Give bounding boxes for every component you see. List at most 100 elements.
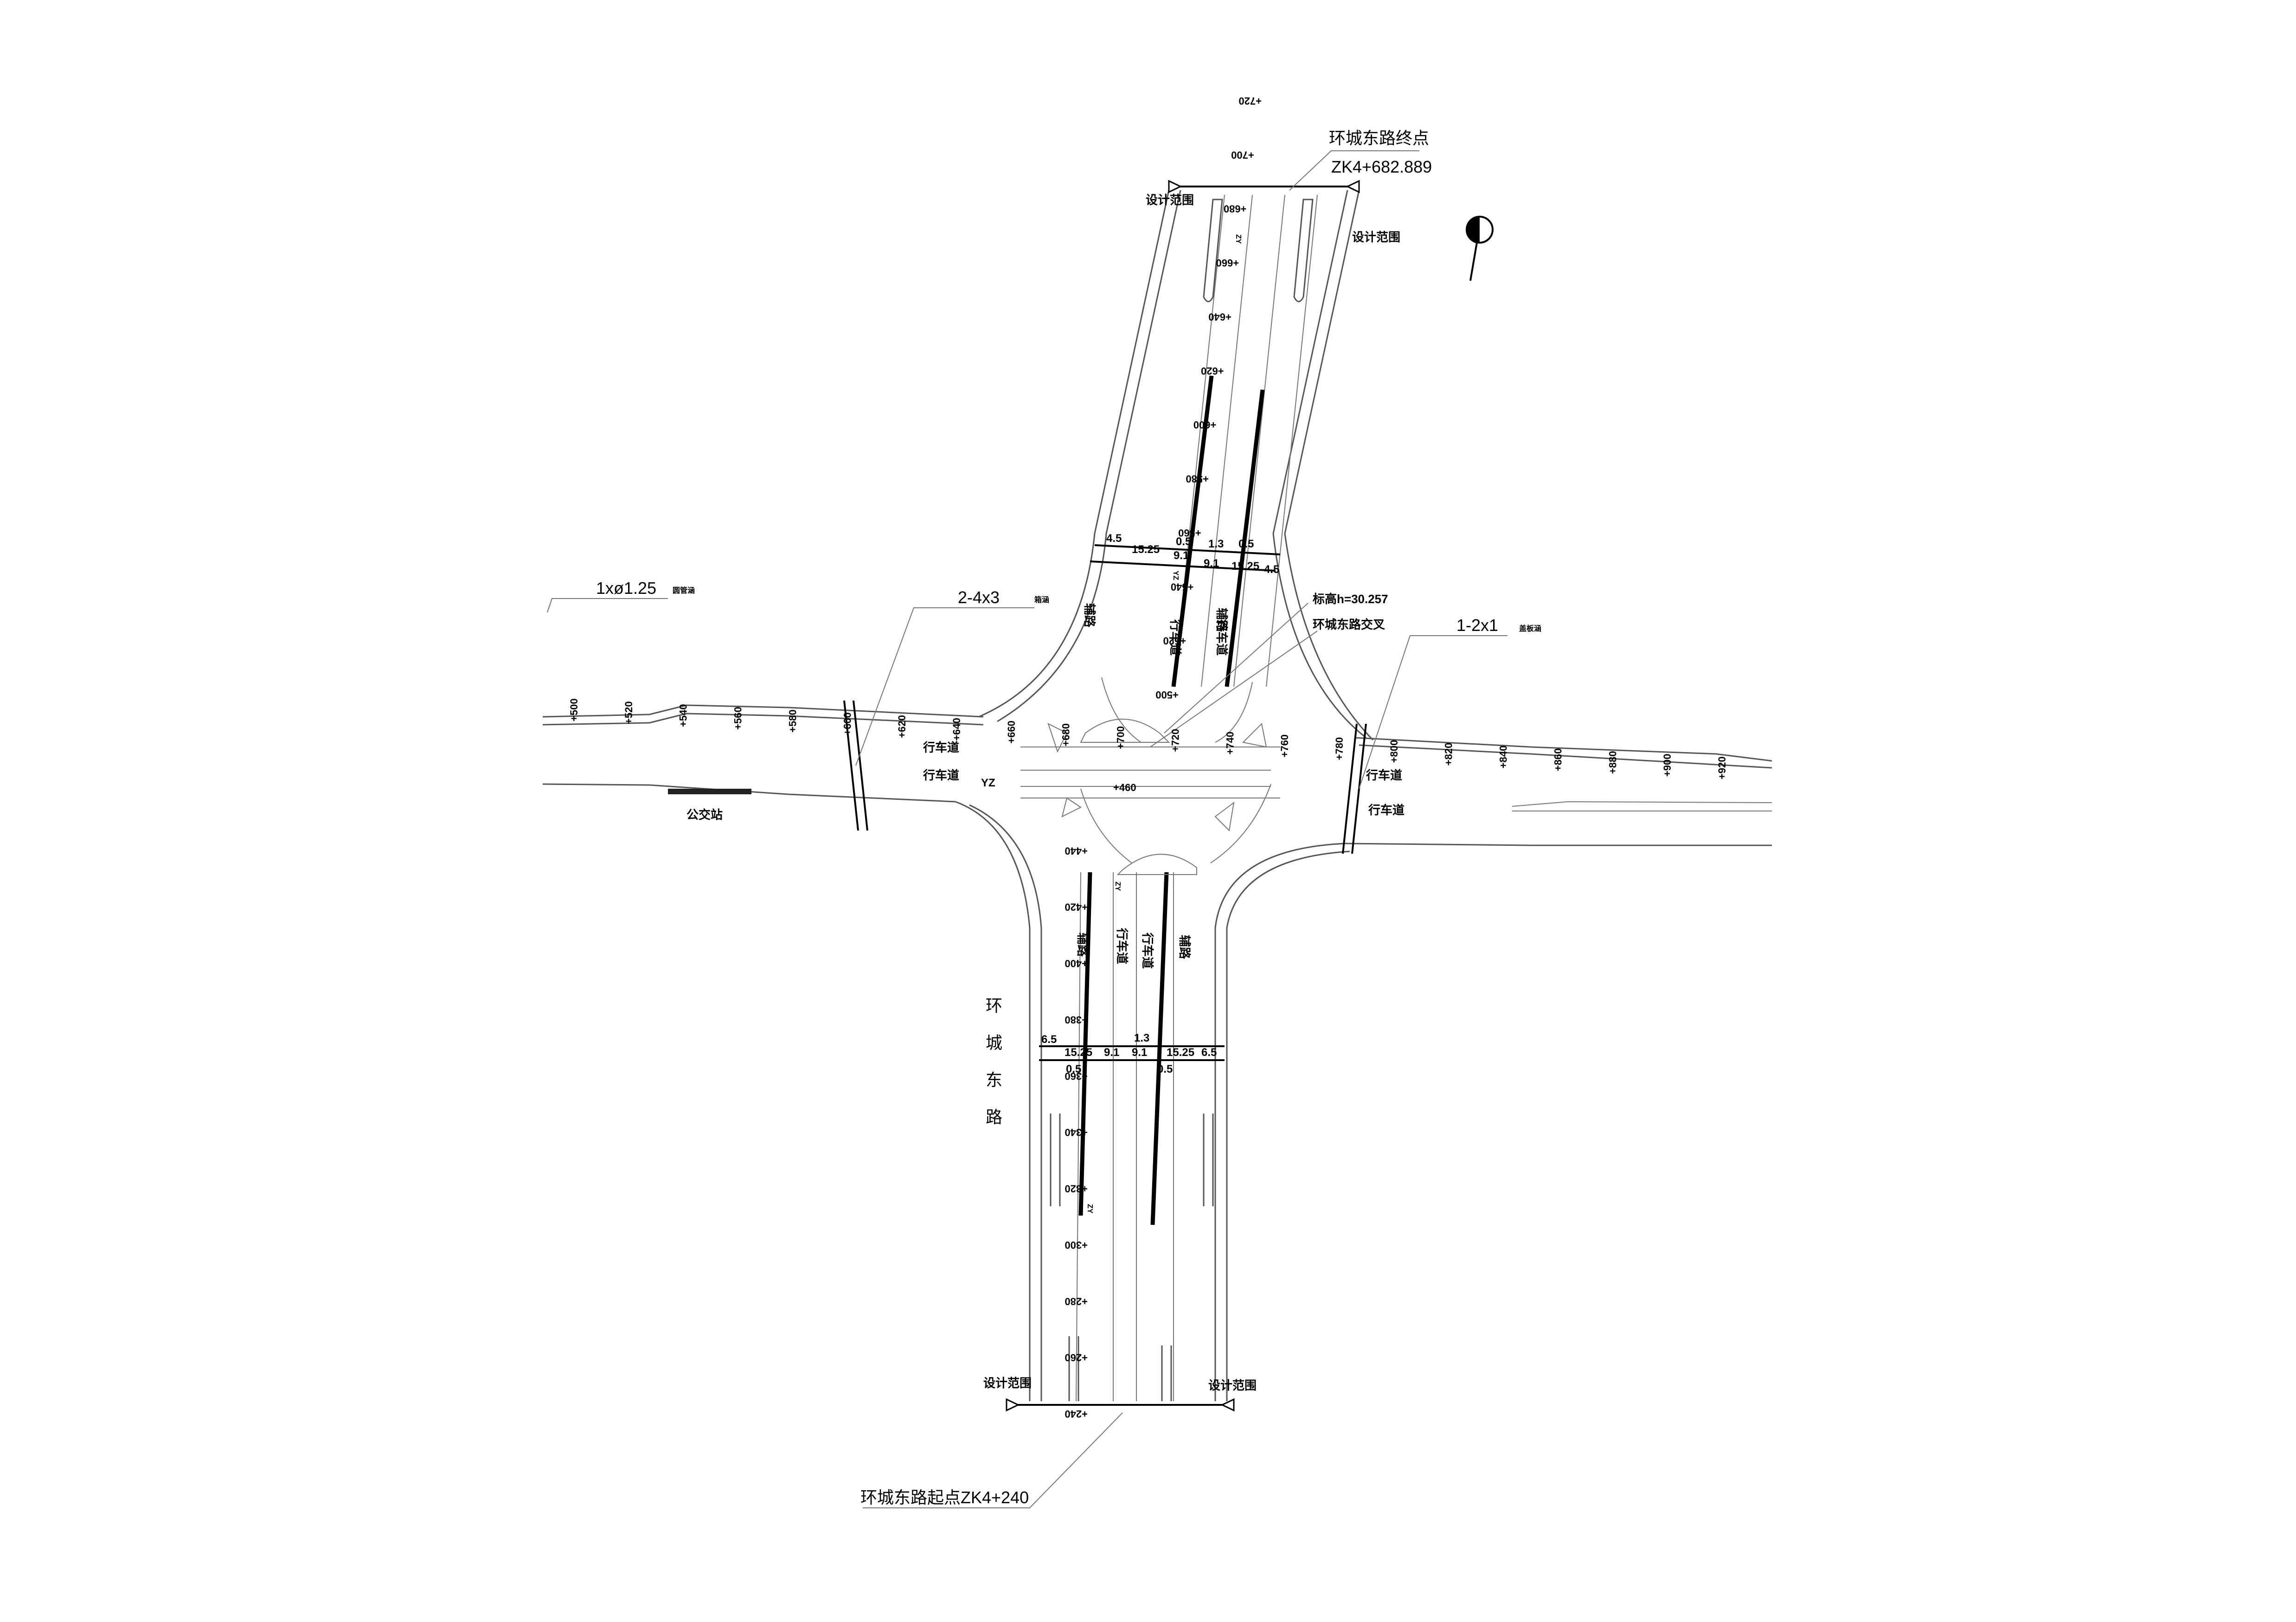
main-station-8: +660	[1006, 721, 1017, 744]
end-point-station: ZK4+682.889	[1331, 157, 1432, 176]
design-scope-label-ne: 设计范围	[1352, 230, 1400, 244]
main-station-17: +840	[1498, 746, 1509, 769]
north-station-2: +680	[1224, 203, 1247, 215]
main-station-18: +860	[1552, 748, 1564, 772]
main-station-label: +920	[1716, 756, 1728, 779]
south-station-label: +460	[1113, 782, 1136, 793]
main-station-9: +680	[1060, 723, 1072, 747]
north-station-8: +560	[1178, 527, 1201, 539]
start-point-label: 环城东路起点ZK4+240	[860, 1488, 1029, 1507]
south-station-2: +420	[1065, 901, 1088, 913]
north-arrow-icon	[1466, 216, 1494, 281]
south-station-label: +380	[1065, 1014, 1088, 1025]
dim-south-top-2: 9.1	[1104, 1046, 1119, 1059]
main-station-12: +740	[1224, 732, 1236, 755]
north-station-3: +660	[1216, 257, 1239, 269]
road-name-char-2: 城	[986, 1033, 1002, 1052]
north-station-7: +580	[1186, 473, 1209, 485]
dim-south-top-0: 6.5	[1041, 1033, 1057, 1046]
carriageway-label-w2: 行车道	[923, 768, 959, 782]
main-station-label: +580	[787, 709, 798, 733]
main-station-label: +660	[1006, 721, 1017, 744]
south-station-5: +360	[1065, 1070, 1088, 1082]
design-scope-label-sw: 设计范围	[983, 1376, 1032, 1390]
north-station-label: +520	[1163, 635, 1186, 647]
zy-label-north: ZY	[1234, 234, 1242, 244]
north-station-label: +620	[1201, 365, 1224, 377]
main-station-19: +880	[1607, 751, 1618, 774]
road-name-char-4: 路	[986, 1107, 1002, 1126]
dim-north-bottom-1: 15.25	[1231, 560, 1259, 573]
carriageway-label-w1: 行车道	[923, 740, 959, 754]
main-station-16: +820	[1443, 743, 1455, 766]
south-station-10: +260	[1065, 1352, 1088, 1364]
main-station-21: +920	[1716, 756, 1728, 779]
north-branch-stations: +720 +700 +680 +660 +640 +620 +600 +580 +560 +540…	[1155, 95, 1262, 701]
main-station-3: +560	[732, 707, 744, 730]
north-station-label: +560	[1178, 527, 1201, 539]
dim-north-top-1: 15.25	[1132, 543, 1160, 556]
dim-north-top-4: 0.5	[1238, 538, 1254, 550]
yz-label-main: YZ	[981, 777, 995, 789]
design-scope-label-nw: 设计范围	[1146, 193, 1194, 207]
main-station-label: +700	[1115, 726, 1127, 749]
main-station-label: +680	[1060, 723, 1072, 747]
main-station-label: +620	[896, 715, 908, 738]
road-name-char-1: 环	[986, 996, 1002, 1015]
south-station-label: +320	[1065, 1183, 1088, 1195]
south-station-9: +280	[1065, 1295, 1088, 1307]
dim-north-top-0: 4.5	[1106, 532, 1122, 545]
south-station-label: +440	[1065, 845, 1088, 856]
carriageway-label-n1: 行车道	[1168, 619, 1182, 656]
south-station-label: +280	[1065, 1295, 1088, 1307]
dim-south-top-5: 6.5	[1201, 1046, 1217, 1059]
culvert-east-type: 盖板涵	[1519, 624, 1541, 633]
aux-road-label-n1: 辅路	[1083, 603, 1097, 628]
south-station-label: +300	[1065, 1239, 1088, 1251]
bus-stop-bay	[668, 789, 751, 794]
main-station-label: +760	[1279, 734, 1290, 758]
carriageway-label-n2: 行车道	[1215, 619, 1229, 656]
main-station-10: +700	[1115, 726, 1127, 749]
north-station-0: +720	[1238, 95, 1262, 107]
main-station-0: +500	[568, 698, 580, 721]
main-road-stations: +500+520+540+560+580+600+620+640+660+680…	[568, 698, 1728, 779]
intersection-label: 环城东路交叉	[1313, 618, 1385, 631]
dim-north-top-2: 9.1	[1174, 549, 1189, 562]
main-station-label: +780	[1334, 737, 1345, 760]
dim-south-bottom-1: 0.5	[1157, 1063, 1173, 1075]
main-station-11: +720	[1169, 729, 1181, 752]
north-station-11: +500	[1155, 689, 1179, 701]
culvert-east-label: 1-2x1	[1456, 616, 1498, 635]
aux-road-label-s2: 辅路	[1178, 935, 1192, 959]
design-scope-arrow-icon	[1006, 180, 1360, 1412]
end-point-title: 环城东路终点	[1329, 129, 1429, 148]
north-station-label: +600	[1193, 419, 1217, 431]
dim-north-bottom-2: 4.5	[1264, 563, 1279, 576]
north-station-1: +700	[1231, 149, 1254, 161]
main-station-2: +540	[678, 704, 689, 727]
north-station-label: +540	[1171, 581, 1194, 592]
carriageway-label-e1: 行车道	[1366, 768, 1402, 782]
dim-south-top-4: 15.25	[1167, 1046, 1194, 1059]
dimensions: 4.5 15.25 9.1 1.3 0.5 0.5 9.1 15.25 4.5 …	[1041, 532, 1279, 1075]
main-station-6: +620	[896, 715, 908, 738]
north-station-4: +640	[1208, 311, 1231, 322]
north-station-6: +600	[1193, 419, 1217, 431]
main-station-label: +820	[1443, 743, 1455, 766]
dim-south-bottom-0: 0.5	[1066, 1063, 1081, 1075]
bus-stop-label: 公交站	[686, 808, 723, 822]
dim-south-top-3: 9.1	[1132, 1046, 1147, 1059]
aux-road-label-s1: 辅路	[1076, 933, 1090, 957]
main-station-label: +520	[623, 701, 635, 724]
main-station-15: +800	[1388, 740, 1400, 763]
labels: 环城东路终点 ZK4+682.889 环城东路起点ZK4+240 标高h=30.…	[596, 129, 1541, 1507]
aux-road-label-n2: 辅路	[1215, 608, 1229, 632]
carriageway-label-s2: 行车道	[1141, 932, 1154, 969]
south-station-6: +340	[1065, 1126, 1088, 1138]
road-geometry	[542, 190, 1772, 1402]
main-station-label: +560	[732, 707, 744, 730]
dim-north-top-5: 0.5	[1176, 535, 1191, 548]
south-station-11: +240	[1065, 1408, 1088, 1420]
